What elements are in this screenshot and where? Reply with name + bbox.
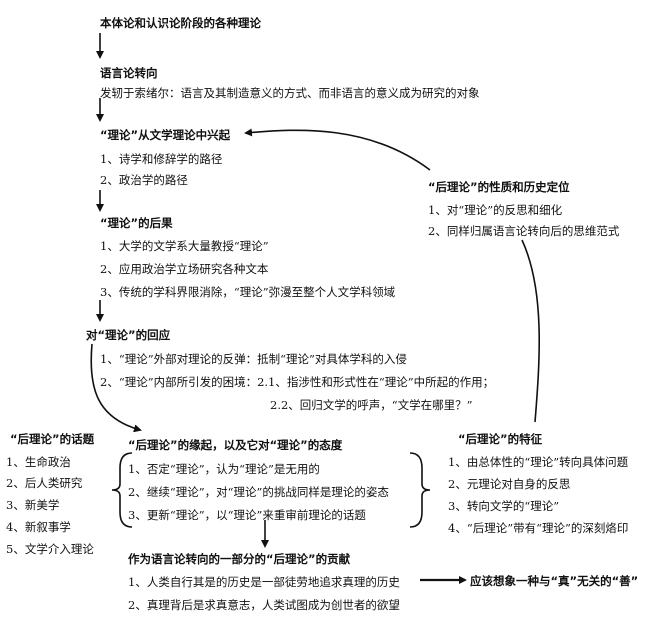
response-item: 2、“理论”内部所引发的困境：2.1、指涉性和形式性在“理论”中所起的作用；: [100, 375, 495, 389]
post-origin-item: 3、更新“理论”，以“理论”来重审前理论的话题: [128, 508, 366, 522]
post-origin-item: 1、否定“理论”，认为“理论”是无用的: [128, 462, 320, 476]
post-topics-item: 2、后人类研究: [6, 476, 83, 490]
post-features-item: 3、转向文学的“理论”: [448, 499, 560, 513]
post-topics-item: 1、生命政治: [6, 455, 71, 469]
post-topics-heading: “后理论”的话题: [10, 432, 95, 446]
arrow-response-to-origin: [90, 343, 142, 433]
contribution-item: 1、人类自行其是的历史是一部徒劳地追求真理的历史: [128, 575, 400, 589]
linguistic-turn-desc: 发轫于索绪尔：语言及其制造意义的方式、而非语言的意义成为研究的对象: [100, 86, 480, 100]
consequences-heading: “理论”的后果: [100, 216, 173, 230]
consequences-item: 1、大学的文学系大量教授“理论”: [100, 239, 269, 253]
post-features-item: 2、元理论对自身的反思: [448, 477, 571, 491]
post-features-item: 4、“后理论”带有“理论”的深刻烙印: [448, 521, 629, 535]
post-nature-heading: “后理论”的性质和历史定位: [428, 180, 570, 194]
rise-item: 2、政治学的路径: [100, 173, 188, 187]
post-topics-item: 5、文学介入理论: [6, 542, 94, 556]
post-origin-heading: “后理论”的缘起，以及它对“理论”的态度: [128, 438, 343, 452]
left-brace: [111, 452, 133, 528]
arrow-features-to-nature: [521, 239, 541, 423]
contribution-item: 2、真理背后是求真意志，人类试图成为创世者的欲望: [128, 598, 400, 612]
post-origin-item: 2、继续“理论”，对“理论”的挑战同样是理论的姿态: [128, 485, 389, 499]
linguistic-turn-heading: 语言论转向: [100, 66, 158, 80]
page-title: 本体论和认识论阶段的各种理论: [100, 16, 261, 30]
post-features-heading: “后理论”的特征: [458, 432, 543, 446]
conclusion-text: 应该想象一种与“真”无关的“善”: [470, 574, 639, 588]
consequences-item: 3、传统的学科界限消除，“理论”弥漫至整个人文学科领域: [100, 285, 396, 299]
right-brace: [409, 452, 431, 528]
consequences-item: 2、应用政治学立场研究各种文本: [100, 262, 269, 276]
post-nature-item: 2、同样归属语言论转向后的思维范式: [428, 224, 620, 238]
post-nature-item: 1、对“理论”的反思和细化: [428, 203, 563, 217]
arrow-nature-to-rise: [244, 128, 431, 171]
rise-heading: “理论”从文学理论中兴起: [100, 128, 231, 142]
post-topics-item: 3、新美学: [6, 498, 60, 512]
response-heading: 对“理论”的回应: [86, 328, 171, 342]
post-features-item: 1、由总体性的“理论”转向具体问题: [448, 455, 629, 469]
post-topics-item: 4、新叙事学: [6, 520, 71, 534]
response-item: 2.2、回归文学的呼声，“文学在哪里？”: [270, 398, 473, 412]
contribution-heading: 作为语言论转向的一部分的“后理论”的贡献: [128, 552, 351, 566]
rise-item: 1、诗学和修辞学的路径: [100, 152, 223, 166]
response-item: 1、“理论”外部对理论的反弹：抵制“理论”对具体学科的入侵: [100, 352, 407, 366]
